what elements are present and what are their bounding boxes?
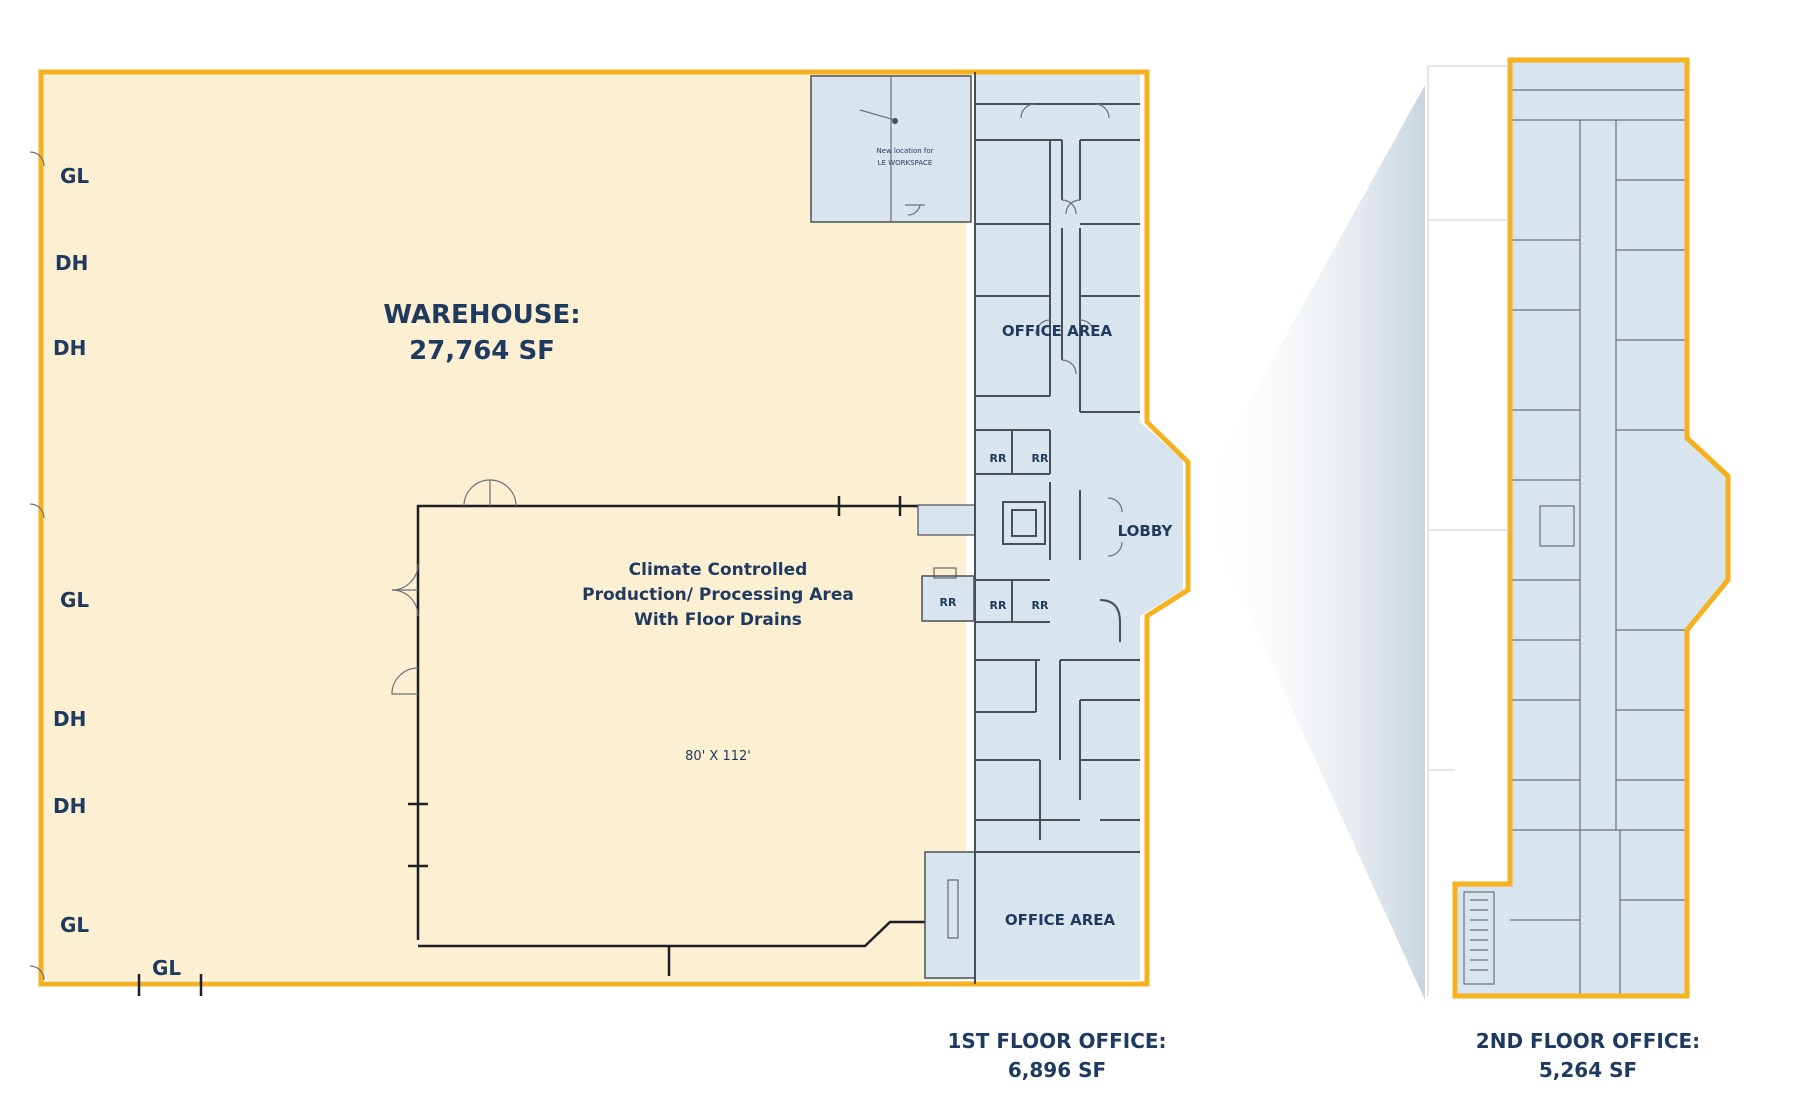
door-label-dh: DH	[53, 794, 86, 818]
door-label-dh: DH	[53, 336, 86, 360]
production-area-line2: Production/ Processing Area	[582, 585, 854, 605]
door-label-gl: GL	[60, 588, 89, 612]
warehouse-fill	[41, 72, 966, 980]
workspace-note-line1: New location for	[876, 147, 933, 155]
production-area-dimensions: 80' X 112'	[685, 749, 751, 764]
door-label-gl: GL	[60, 164, 89, 188]
building-outline	[38, 69, 1191, 987]
production-area-walls	[391, 479, 925, 976]
restroom-label: RR	[1032, 452, 1049, 465]
production-area-line1: Climate Controlled	[629, 560, 808, 580]
second-floor-office	[1452, 57, 1731, 999]
warehouse-area: 27,764 SF	[409, 336, 555, 366]
second-floor-outline	[1452, 57, 1731, 999]
door-label-gl: GL	[60, 913, 89, 937]
first-floor-office: OFFICE AREA RR RR LOBBY RR RR OFFICE ARE…	[975, 74, 1183, 980]
warehouse-zone: New location for LE WORKSPACE RR	[41, 72, 980, 980]
first-floor-caption-line1: 1ST FLOOR OFFICE:	[947, 1029, 1166, 1053]
office-area-upper-label: OFFICE AREA	[1002, 322, 1113, 340]
door-label-dh: DH	[55, 251, 88, 275]
restroom-label: RR	[990, 452, 1007, 465]
first-floor-caption-line2: 6,896 SF	[1008, 1058, 1106, 1082]
zoom-connector	[1196, 85, 1425, 1000]
workspace-note-line2: LE WORKSPACE	[878, 159, 933, 167]
restroom-label: RR	[940, 596, 957, 609]
production-area-line3: With Floor Drains	[634, 610, 802, 630]
second-floor-caption-line2: 5,264 SF	[1539, 1058, 1637, 1082]
office-area-lower-label: OFFICE AREA	[1005, 911, 1116, 929]
second-floor-office-fill	[1455, 60, 1728, 996]
restroom-label: RR	[990, 599, 1007, 612]
door-label-gl: GL	[152, 956, 181, 980]
restroom-label: RR	[1032, 599, 1049, 612]
warehouse-title: WAREHOUSE:	[383, 300, 580, 330]
lobby-label: LOBBY	[1118, 522, 1174, 540]
second-floor-caption-line1: 2ND FLOOR OFFICE:	[1476, 1029, 1700, 1053]
door-label-dh: DH	[53, 707, 86, 731]
